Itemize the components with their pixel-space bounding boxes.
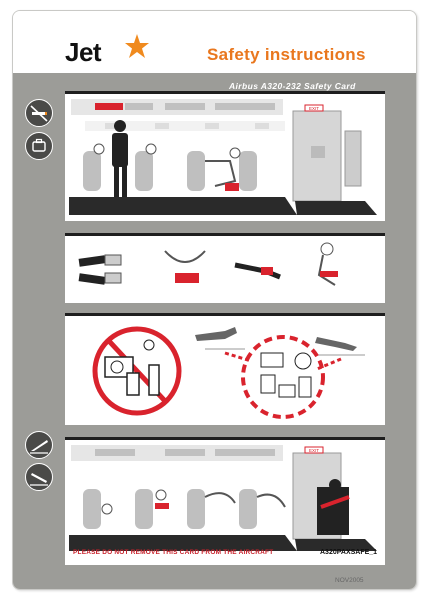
landing-icon <box>25 463 53 491</box>
safety-card: Jet Safety instructions Airbus A320-232 … <box>12 10 417 590</box>
card-date: NOV2005 <box>335 577 364 584</box>
page-title: Safety instructions <box>207 45 366 64</box>
no-smoking-icon <box>25 99 53 127</box>
panel-cabin-boarding: EXIT <box>65 91 385 221</box>
brand-logo: Jet <box>65 37 102 67</box>
card-code: A320PAXSAFE_1 <box>320 549 378 556</box>
panel-brace-position: EXIT <box>65 437 385 565</box>
star-logo-icon <box>125 34 149 58</box>
do-not-remove-warning: PLEASE DO NOT REMOVE THIS CARD FROM THE … <box>73 549 274 556</box>
exit-sign: EXIT <box>309 106 319 111</box>
panel-seatbelt <box>65 233 385 303</box>
panel-electronic-devices <box>65 313 385 425</box>
electronic-devices-illustration <box>92 326 365 419</box>
brace-position-illustration: EXIT <box>69 445 377 551</box>
card-subtitle: Airbus A320-232 Safety Card <box>229 81 356 91</box>
takeoff-icon <box>25 431 53 459</box>
exit-sign: EXIT <box>309 448 319 453</box>
baggage-icon <box>25 132 53 160</box>
seatbelt-illustration <box>78 242 338 286</box>
card-header: Jet Safety instructions <box>13 11 416 73</box>
cabin-boarding-illustration: EXIT <box>69 99 377 215</box>
